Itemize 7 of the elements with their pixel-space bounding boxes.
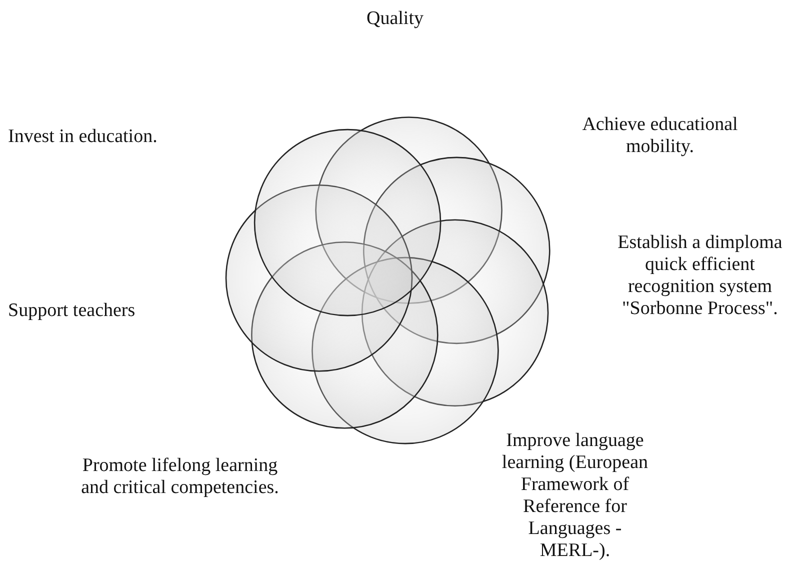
label-text: Achieve educational mobility. bbox=[581, 114, 739, 158]
label-text: Quality bbox=[366, 8, 424, 30]
label-text: Establish a dimploma quick efficient recognition system "Sorbonne Process". bbox=[616, 232, 784, 320]
label-text: Promote lifelong learning and critical competencies. bbox=[80, 455, 280, 499]
label-text: Support teachers bbox=[8, 300, 136, 322]
label-text: Improve language learning (European Framework of Reference for Languages -MERL-). bbox=[500, 430, 650, 562]
label-text: Invest in education. bbox=[8, 126, 158, 148]
